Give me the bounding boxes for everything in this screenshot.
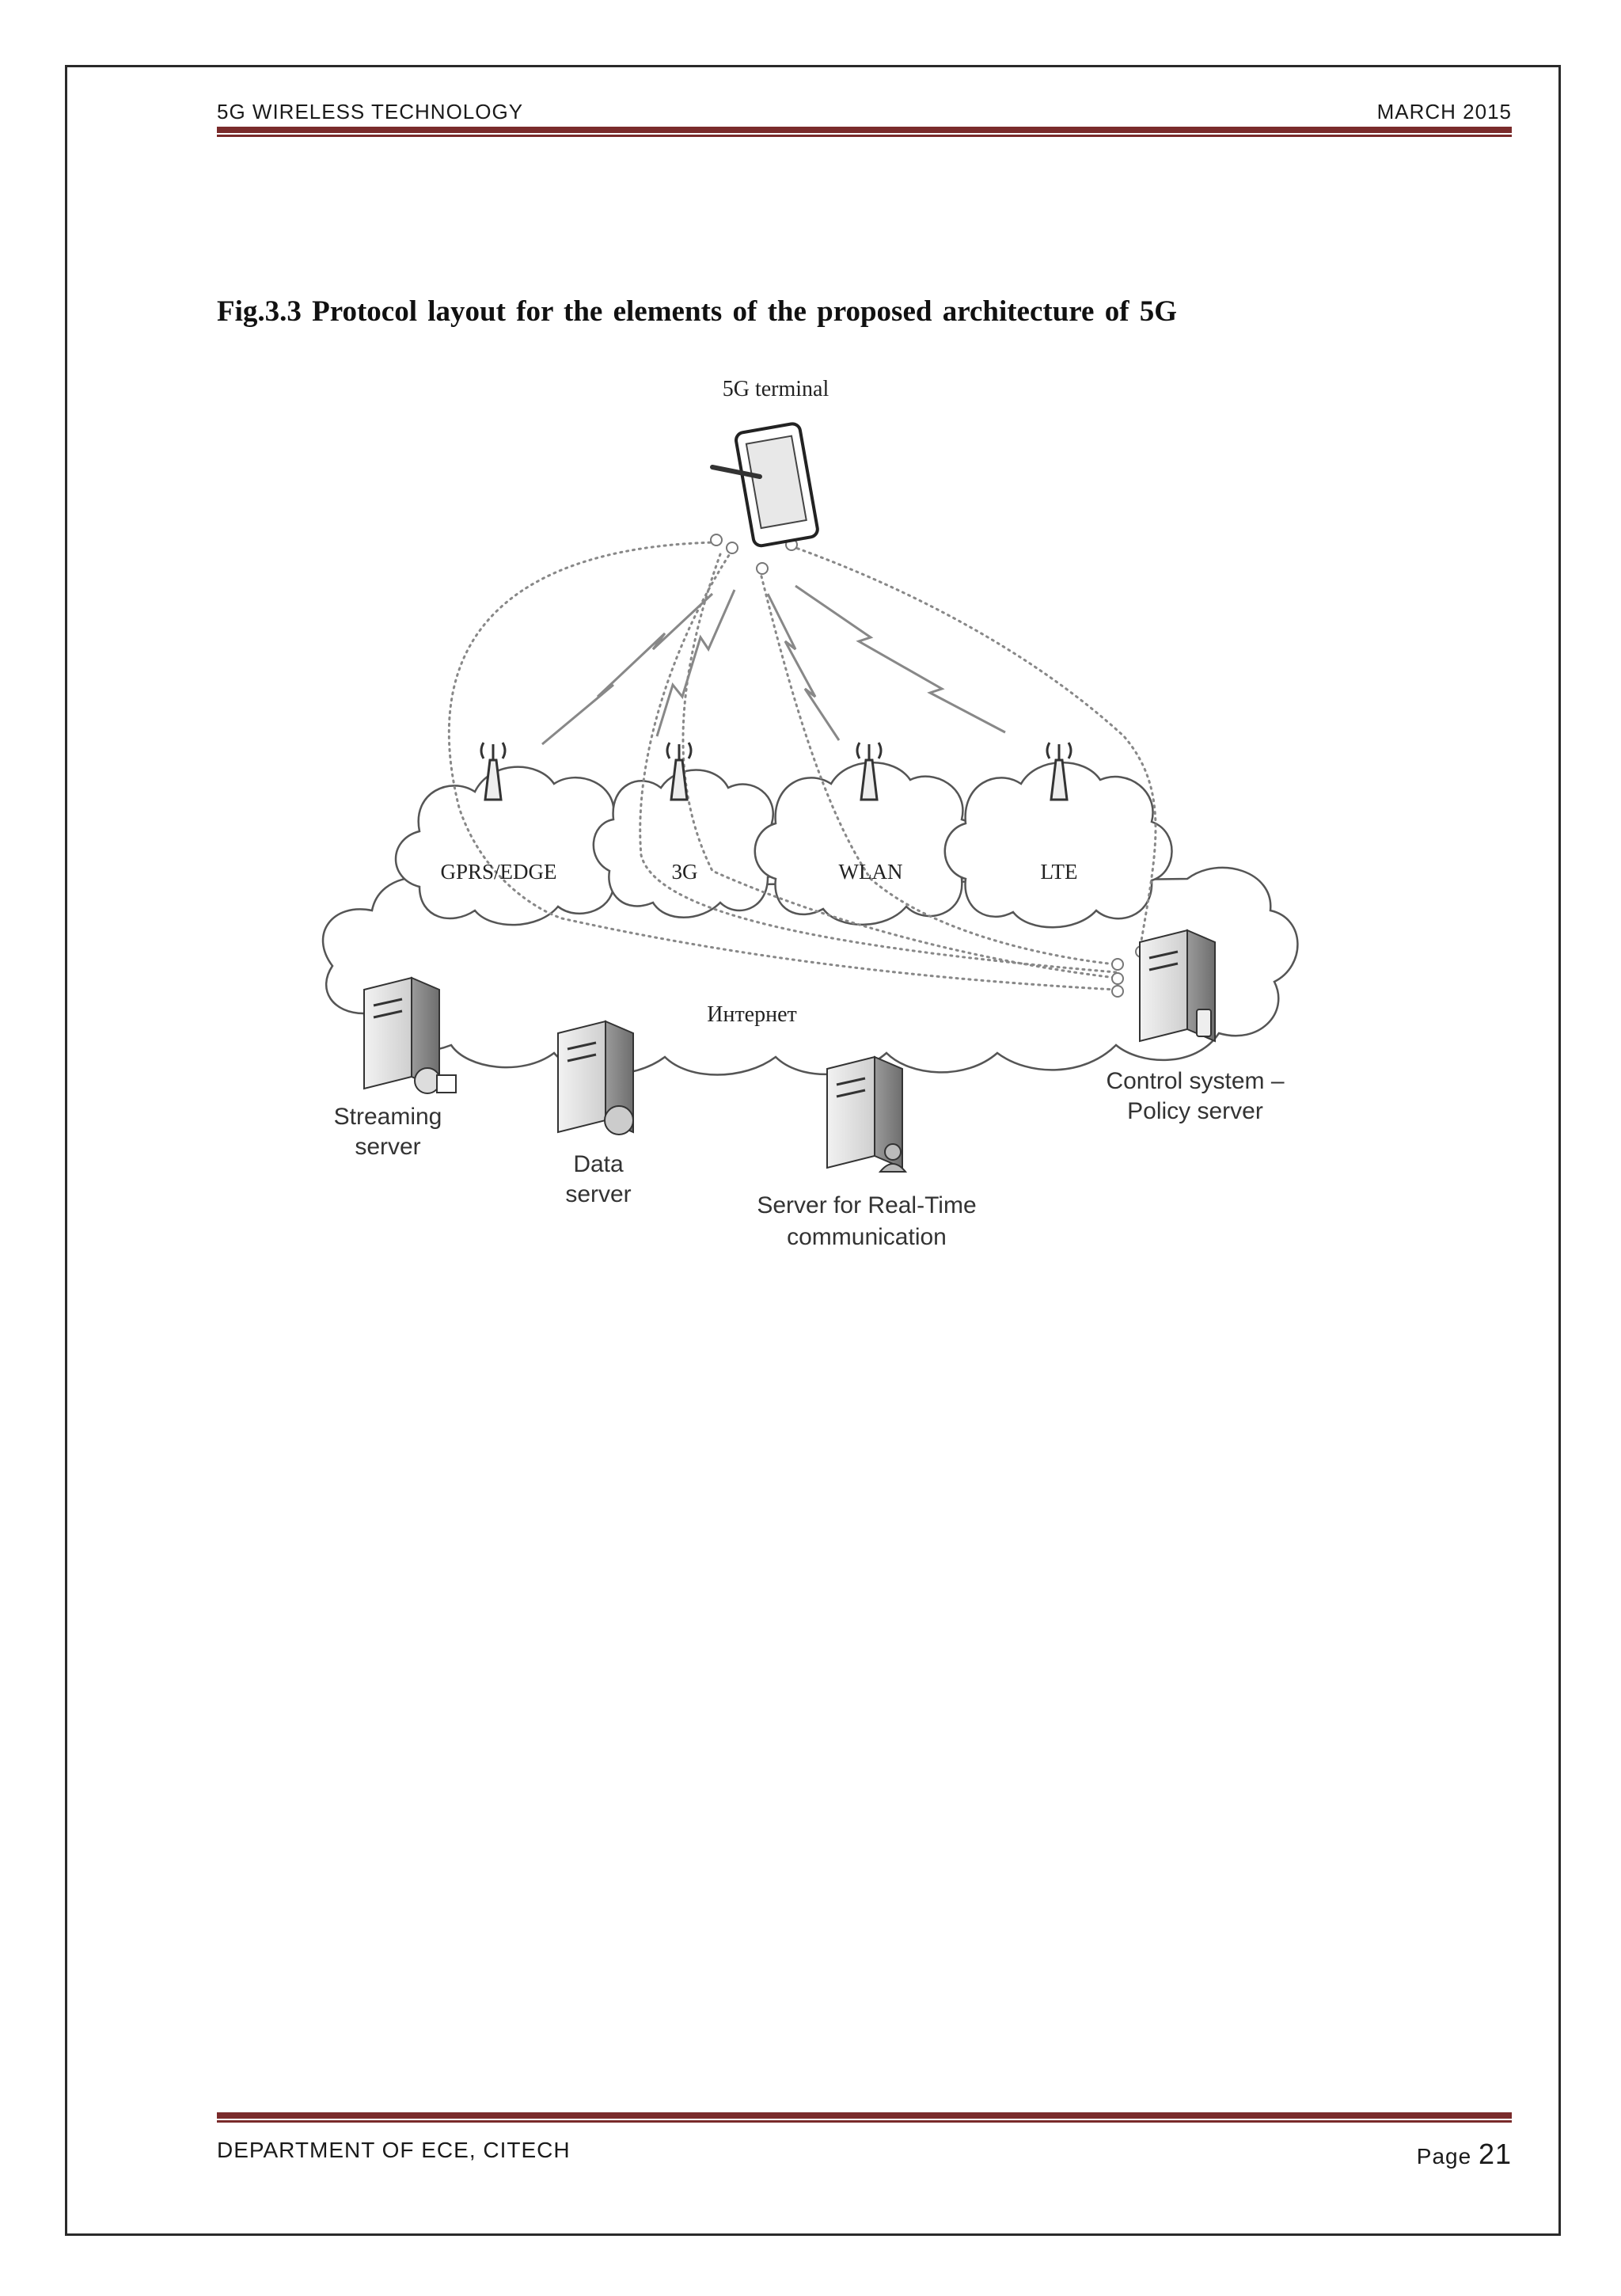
control-server-label-1: Control system – [1106, 1068, 1284, 1094]
cloud-lte [943, 761, 1173, 929]
page-number: 21 [1478, 2138, 1512, 2170]
cloud-wlan [754, 761, 984, 926]
page-border [65, 65, 1561, 2236]
realtime-server-icon [826, 1055, 908, 1173]
wireless-links [541, 584, 1006, 746]
antennas [480, 742, 1072, 801]
page-number-block: Page 21 [1417, 2138, 1512, 2171]
footer-department: DEPARTMENT OF ECE, CITECH [217, 2138, 571, 2162]
realtime-server-label-2: communication [787, 1224, 947, 1250]
control-server-label-2: Policy server [1127, 1098, 1263, 1124]
network-label-3g: 3G [672, 860, 698, 884]
page-label: Page [1416, 2144, 1472, 2169]
architecture-diagram: 5G terminal GPRS/EDGE 3G WLAN LTE Интерн… [301, 364, 1330, 1283]
footer-rule [217, 2112, 1512, 2123]
streaming-server-label-2: server [355, 1134, 420, 1160]
streaming-server-label-1: Streaming [334, 1104, 442, 1130]
data-server-icon [557, 1020, 634, 1135]
network-label-wlan: WLAN [839, 860, 903, 884]
header-date: MARCH 2015 [1376, 100, 1512, 124]
internet-label: Интернет [707, 1002, 797, 1027]
data-server-label-2: server [565, 1181, 631, 1207]
realtime-server-label-1: Server for Real-Time [757, 1192, 976, 1218]
header-rule [217, 127, 1512, 138]
network-label-lte: LTE [1041, 860, 1078, 884]
connector-dots [710, 534, 1148, 998]
dotted-links [447, 541, 1157, 991]
cloud-3g [592, 769, 789, 918]
data-server-label-1: Data [573, 1151, 624, 1177]
tablet-icon [710, 422, 819, 548]
header-title: 5G WIRELESS TECHNOLOGY [217, 100, 524, 124]
network-label-gprs: GPRS/EDGE [440, 860, 556, 884]
terminal-label: 5G terminal [723, 377, 829, 401]
control-server-icon [1139, 929, 1216, 1043]
figure-caption: Fig.3.3 Protocol layout for the elements… [217, 295, 1178, 328]
streaming-server-icon [363, 976, 457, 1094]
